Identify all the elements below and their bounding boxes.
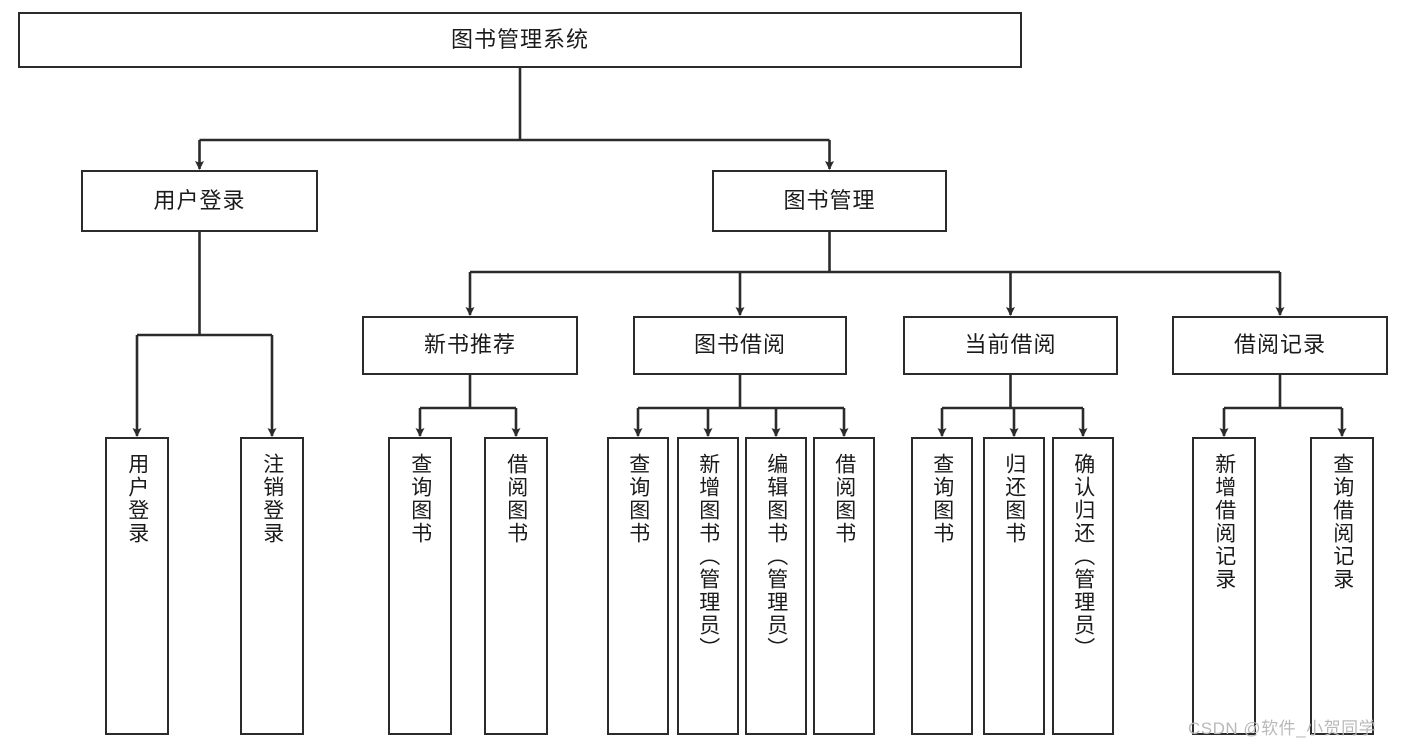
node-label: 注销登录	[260, 453, 284, 545]
node-leaf-query-record[interactable]: 查询借阅记录	[1310, 437, 1374, 735]
node-label: 归还图书	[1002, 453, 1026, 545]
node-label: 当前借阅	[964, 332, 1057, 358]
node-label: 用户登录	[153, 187, 246, 213]
node-leaf-add-record[interactable]: 新增借阅记录	[1192, 437, 1256, 735]
node-leaf-logout[interactable]: 注销登录	[240, 437, 304, 735]
node-label: 查询图书	[930, 453, 954, 545]
node-new-book-rec[interactable]: 新书推荐	[362, 316, 578, 375]
node-label: 借阅记录	[1233, 332, 1326, 358]
node-leaf-user-login[interactable]: 用户登录	[105, 437, 169, 735]
node-leaf-return-book[interactable]: 归还图书	[983, 437, 1045, 735]
node-leaf-query-book-3[interactable]: 查询图书	[911, 437, 973, 735]
node-label: 查询图书	[408, 453, 432, 545]
node-label: 图书管理	[783, 187, 876, 213]
node-borrow-record[interactable]: 借阅记录	[1172, 316, 1388, 375]
node-label: 借阅图书	[832, 453, 856, 545]
node-label: 图书管理系统	[450, 26, 589, 52]
node-leaf-edit-book[interactable]: 编辑图书（管理员）	[745, 437, 807, 735]
node-label: 用户登录	[125, 453, 149, 545]
node-label: 新增借阅记录	[1212, 453, 1236, 591]
node-current-borrow[interactable]: 当前借阅	[903, 316, 1118, 375]
node-leaf-borrow-book-1[interactable]: 借阅图书	[484, 437, 548, 735]
node-label: 借阅图书	[504, 453, 528, 545]
node-user-login[interactable]: 用户登录	[81, 170, 318, 232]
node-leaf-query-book-1[interactable]: 查询图书	[388, 437, 452, 735]
node-book-manage[interactable]: 图书管理	[712, 170, 947, 232]
node-leaf-query-book-2[interactable]: 查询图书	[607, 437, 669, 735]
node-leaf-borrow-book-2[interactable]: 借阅图书	[813, 437, 875, 735]
node-label: 查询借阅记录	[1330, 453, 1354, 591]
node-label: 图书借阅	[693, 332, 786, 358]
node-leaf-confirm-return[interactable]: 确认归还（管理员）	[1052, 437, 1114, 735]
node-label: 新书推荐	[423, 332, 516, 358]
node-label: 新增图书（管理员）	[696, 453, 720, 660]
csdn-watermark: CSDN @软件_小贺同学	[1188, 719, 1377, 738]
node-label: 确认归还（管理员）	[1071, 453, 1095, 660]
node-label: 编辑图书（管理员）	[764, 453, 788, 660]
node-label: 查询图书	[626, 453, 650, 545]
node-root[interactable]: 图书管理系统	[18, 12, 1022, 68]
node-leaf-add-book[interactable]: 新增图书（管理员）	[677, 437, 739, 735]
node-book-borrow[interactable]: 图书借阅	[633, 316, 847, 375]
